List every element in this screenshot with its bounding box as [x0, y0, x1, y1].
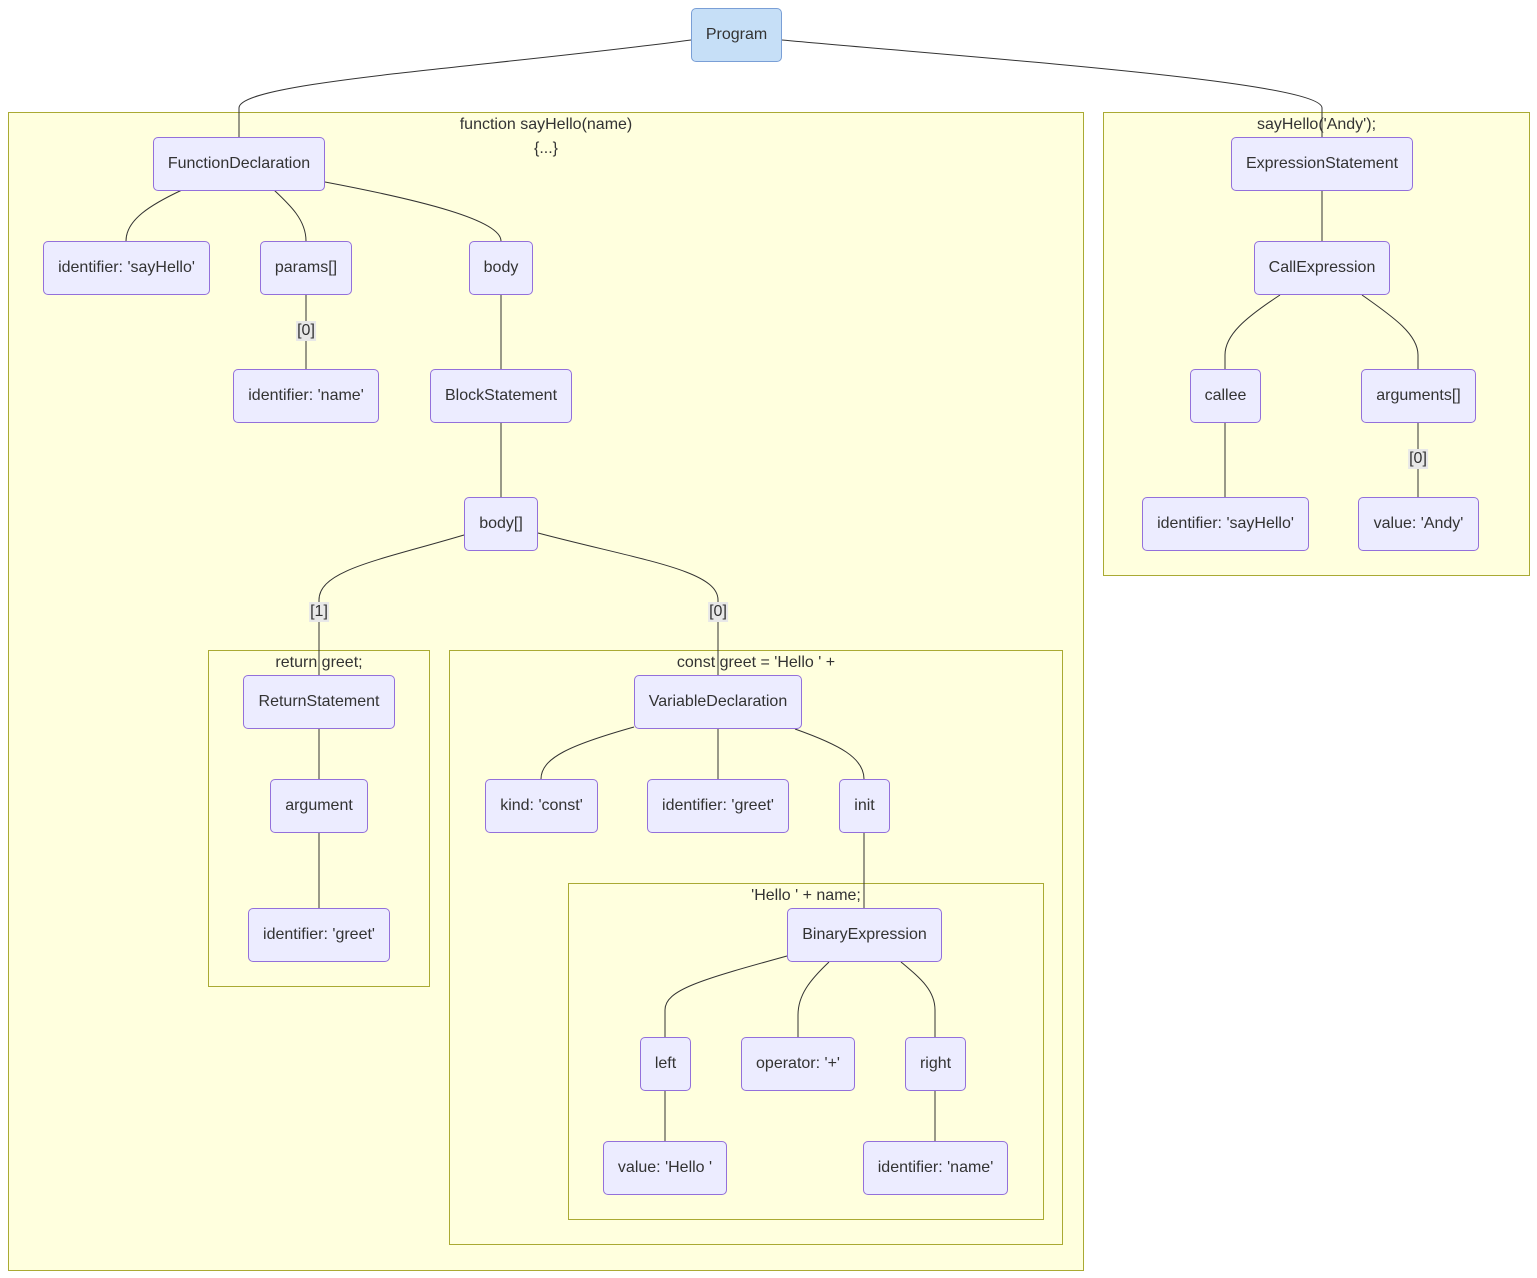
- edge-fndecl-body: [324, 181, 502, 242]
- edge-fndecl-identifier: [125, 189, 183, 242]
- node-value-hello: value: 'Hello ': [603, 1141, 727, 1195]
- cluster-label-function: function sayHello(name) {...}: [459, 116, 633, 157]
- node-program: Program: [691, 8, 782, 62]
- edge-vardecl-init: [794, 728, 865, 780]
- edge-program-functiondeclaration: [238, 39, 692, 137]
- node-value-andy: value: 'Andy': [1358, 497, 1479, 551]
- node-body-array: body[]: [464, 497, 538, 551]
- node-body: body: [469, 241, 533, 295]
- node-left: left: [640, 1037, 691, 1091]
- edge-fndecl-params: [273, 189, 307, 242]
- edge-bodyarray-vardecl: [537, 532, 719, 675]
- node-argument: argument: [270, 779, 368, 833]
- node-identifier-name-right: identifier: 'name': [863, 1141, 1008, 1195]
- edge-binexp-right: [900, 961, 936, 1037]
- edge-binexp-left: [664, 955, 788, 1037]
- node-variable-declaration: VariableDeclaration: [634, 675, 802, 729]
- cluster-label-binexp: 'Hello ' + name;: [751, 887, 861, 904]
- node-return-statement: ReturnStatement: [243, 675, 395, 729]
- edge-callexp-arguments: [1361, 294, 1419, 369]
- node-expression-statement: ExpressionStatement: [1231, 137, 1413, 191]
- edge-callexp-callee: [1224, 294, 1281, 369]
- node-kind-const: kind: 'const': [485, 779, 598, 833]
- node-identifier-name: identifier: 'name': [233, 369, 379, 423]
- node-callee: callee: [1190, 369, 1261, 423]
- edge-binexp-operator: [797, 961, 830, 1037]
- cluster-label-call: sayHello('Andy');: [1256, 116, 1377, 133]
- edge-label-args-0: [0]: [1408, 449, 1428, 469]
- node-identifier-sayhello-callee: identifier: 'sayHello': [1142, 497, 1309, 551]
- node-identifier-sayhello: identifier: 'sayHello': [43, 241, 210, 295]
- edge-program-expressionstatement: [781, 39, 1323, 137]
- node-identifier-greet: identifier: 'greet': [647, 779, 789, 833]
- edge-vardecl-kind: [540, 726, 635, 780]
- cluster-label-vardecl: const greet = 'Hello ' +: [676, 654, 836, 671]
- node-identifier-greet-return: identifier: 'greet': [248, 908, 390, 962]
- node-call-expression: CallExpression: [1254, 241, 1390, 295]
- edge-bodyarray-return: [318, 534, 465, 675]
- edge-label-body-1: [1]: [309, 602, 329, 622]
- node-block-statement: BlockStatement: [430, 369, 572, 423]
- node-init: init: [839, 779, 890, 833]
- node-binary-expression: BinaryExpression: [787, 908, 942, 962]
- node-params: params[]: [260, 241, 352, 295]
- node-right: right: [905, 1037, 966, 1091]
- node-function-declaration: FunctionDeclaration: [153, 137, 325, 191]
- node-operator-plus: operator: '+': [741, 1037, 855, 1091]
- edge-label-body-0: [0]: [708, 602, 728, 622]
- edge-label-params-0: [0]: [296, 321, 316, 341]
- node-arguments-array: arguments[]: [1361, 369, 1476, 423]
